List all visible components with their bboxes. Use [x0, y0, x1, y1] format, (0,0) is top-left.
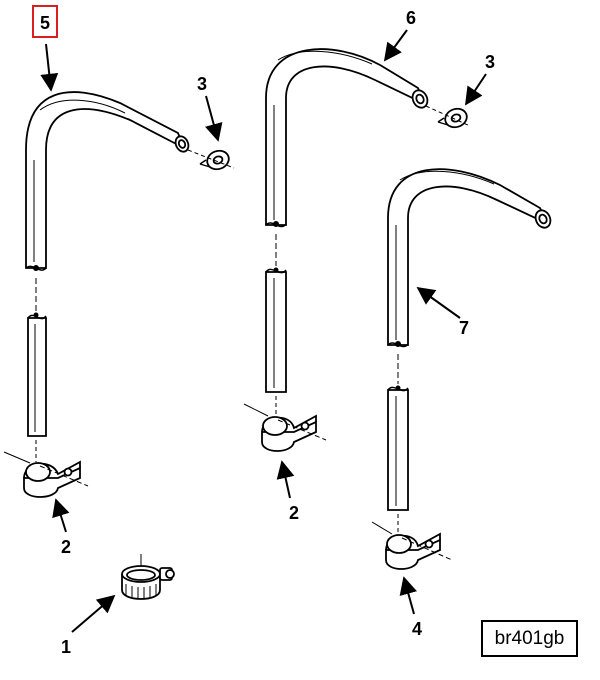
tube-7-upper — [387, 168, 552, 348]
tube-5-upper — [25, 91, 190, 271]
callout-5-highlight-box — [32, 5, 58, 38]
tube-6-upper — [265, 48, 429, 228]
callout-5: 5 — [40, 13, 50, 33]
clamp-2b — [243, 403, 327, 452]
reference-code-box: br401gb — [481, 620, 578, 657]
callout-3-right: 3 — [485, 52, 495, 72]
clip-3a-axis — [187, 149, 235, 169]
hose-clamp-1 — [121, 565, 175, 600]
clip-3b — [437, 107, 468, 129]
clip-3a — [199, 149, 230, 171]
callout-7: 7 — [459, 318, 469, 338]
callout-6: 6 — [406, 8, 416, 28]
clamp-2a — [3, 451, 89, 498]
callout-2-left: 2 — [61, 537, 71, 557]
callout-4: 4 — [412, 619, 422, 639]
callout-2-middle: 2 — [289, 503, 299, 523]
reference-code: br401gb — [494, 627, 565, 649]
clip-3b-axis — [425, 105, 471, 127]
tube-5-lower — [27, 312, 47, 437]
callout-3-left: 3 — [197, 74, 207, 94]
callout-arrows — [40, 29, 487, 633]
tube-7-lower — [387, 385, 409, 511]
callout-1: 1 — [61, 637, 71, 657]
tube-6-lower — [265, 267, 287, 393]
clamp-4 — [371, 521, 453, 570]
